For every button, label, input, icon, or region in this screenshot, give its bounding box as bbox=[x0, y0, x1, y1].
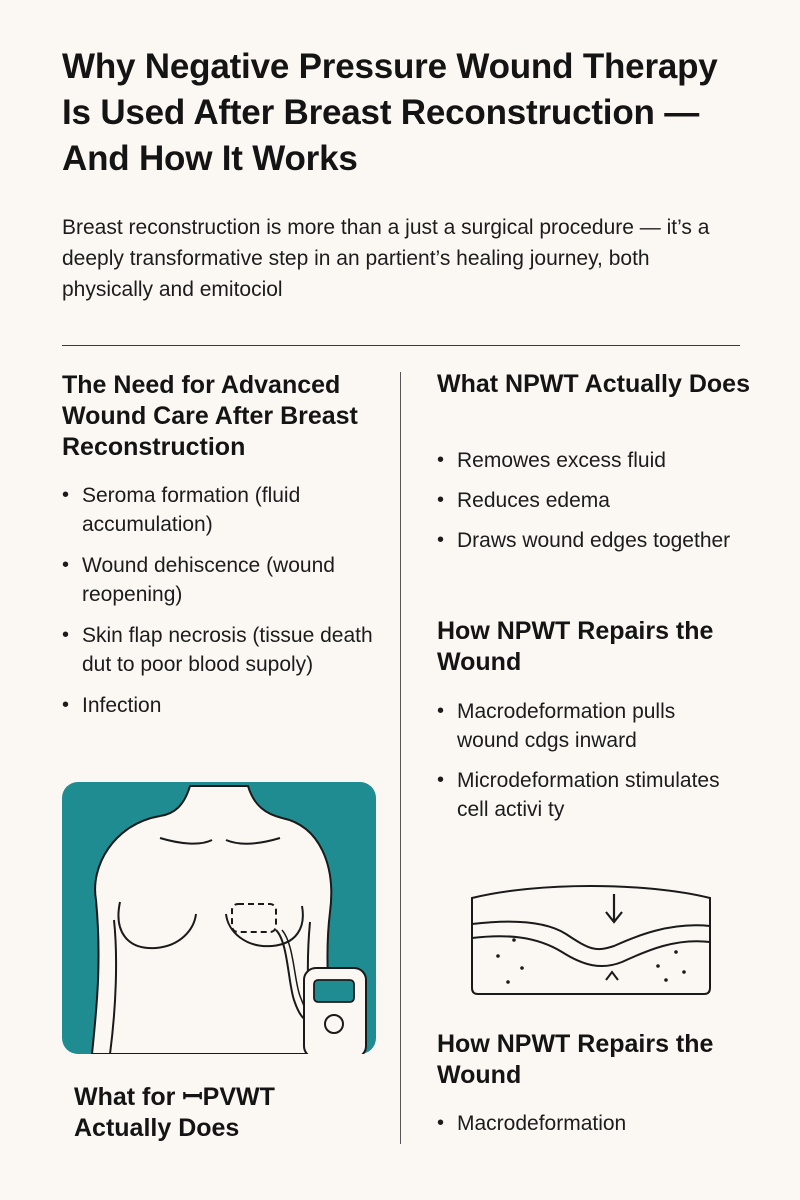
list-item: Remowes excess fluid bbox=[437, 446, 737, 475]
collarbone-left bbox=[159, 837, 213, 845]
torso-illustration bbox=[62, 782, 376, 1054]
tissue-diagram bbox=[471, 885, 711, 995]
list-item: Microdeformation stimulates cell activi … bbox=[437, 766, 737, 824]
list-item: Macrodeformation bbox=[437, 1109, 737, 1138]
wound-dressing bbox=[231, 903, 277, 933]
drain-tube bbox=[275, 929, 307, 1021]
list-item: Draws wound edges together bbox=[437, 526, 737, 555]
page-title: Why Negative Pressure Wound Therapy Is U… bbox=[62, 47, 718, 178]
intro-paragraph: Breast reconstruction is more than a jus… bbox=[62, 216, 710, 301]
left-caption: What for ꟷPVWT Actually Does bbox=[74, 1083, 275, 1142]
divider-horizontal bbox=[62, 345, 740, 346]
down-arrow-icon bbox=[605, 894, 623, 924]
up-caret-icon bbox=[605, 970, 619, 981]
right-bullet-list-2: Macrodeformation pulls wound cdgs inward… bbox=[437, 697, 737, 824]
list-item: Seroma formation (fluid accumulation) bbox=[62, 481, 382, 539]
torso-body bbox=[91, 785, 335, 1054]
right-heading-2: How NPWT Repairs the Wound bbox=[437, 617, 714, 676]
collarbone-right bbox=[225, 837, 281, 845]
torso-arm-line-left bbox=[109, 919, 118, 1054]
list-item: Wound dehiscence (wound reopening) bbox=[62, 551, 382, 609]
right-bullet-list-1: Remowes excess fluid Reduces edema Draws… bbox=[437, 446, 737, 555]
right-heading-3: How NPWT Repairs the Wound bbox=[437, 1030, 714, 1089]
tissue-outline bbox=[471, 885, 711, 995]
list-item: Infection bbox=[62, 691, 382, 720]
right-bullet-list-3: Macrodeformation bbox=[437, 1109, 737, 1138]
list-item: Reduces edema bbox=[437, 486, 737, 515]
right-heading-1: What NPWT Actually Does bbox=[437, 370, 750, 398]
left-heading: The Need for Advanced Wound Care After B… bbox=[62, 371, 358, 461]
divider-vertical bbox=[400, 372, 401, 1144]
list-item: Skin flap necrosis (tissue death dut to … bbox=[62, 621, 382, 679]
cell-dots bbox=[496, 938, 686, 984]
tissue-layer-top bbox=[471, 920, 711, 951]
device-screen bbox=[313, 979, 355, 1003]
left-bullet-list: Seroma formation (fluid accumulation) Wo… bbox=[62, 481, 382, 720]
tissue-layer-bottom bbox=[471, 935, 711, 968]
breast-left bbox=[117, 901, 197, 950]
list-item: Macrodeformation pulls wound cdgs inward bbox=[437, 697, 737, 755]
device-button bbox=[324, 1014, 344, 1034]
